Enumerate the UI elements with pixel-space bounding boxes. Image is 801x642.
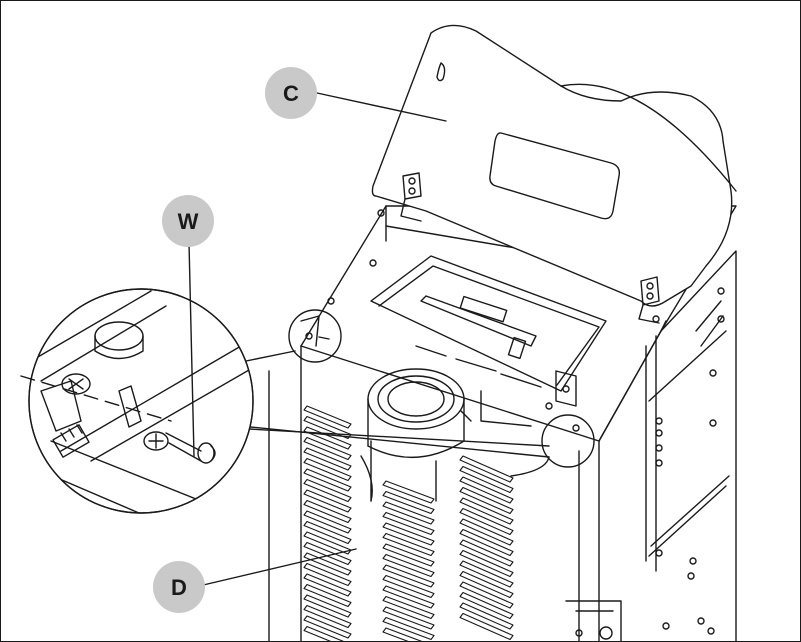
vent-slot [459,560,514,588]
vent-slot [303,531,352,555]
vent-slot [382,595,435,620]
vent-slot [459,518,514,546]
vent-slot [459,612,514,641]
vent-slot [459,591,514,620]
vent-slot [459,455,514,483]
side-panel-details [648,300,730,635]
vent-slot [382,574,435,599]
vent-slot [303,594,352,618]
vent-slot [382,585,435,609]
vent-slot [382,627,423,641]
vent-slot [382,564,435,588]
vent-slot [303,510,352,534]
front-vent-louvres-left [303,405,352,641]
vent-slot [382,616,435,641]
hinged-lid [371,24,737,324]
flue-collar [360,368,532,502]
callout-w [162,195,214,247]
magnified-detail-view [20,288,254,514]
vent-slot [303,489,352,513]
vent-slot [459,528,514,557]
callout-c [265,67,317,119]
callout-d [153,561,205,613]
vent-slot [382,490,435,515]
vent-slot [382,532,435,557]
detail-marker-right [541,414,595,468]
vent-slot [459,497,514,525]
vent-slot [382,522,435,546]
front-vent-louvres-right [459,455,514,641]
vent-slot [459,465,514,494]
vent-slot [303,625,344,641]
vent-slot [303,436,352,461]
detail-marker-left [288,309,342,363]
vent-slot [382,511,435,536]
vent-slot [382,553,435,578]
vent-slot [303,615,352,639]
vent-slot [303,426,352,450]
vent-slot [382,501,435,525]
vent-slot [382,606,435,630]
vent-slot [459,486,514,515]
vent-slot [459,602,514,630]
vent-slot [459,570,514,599]
label-w: W [178,209,199,234]
vent-slot [303,499,352,524]
vent-slot [459,581,514,609]
vent-slot [459,539,514,567]
vent-slot [459,549,514,578]
vent-slot [303,604,352,629]
vent-slot [303,541,352,566]
vent-slot [303,405,352,429]
vent-slot [303,562,352,587]
label-d: D [171,575,187,600]
vent-slot [303,478,352,503]
vent-slot [303,583,352,608]
front-vent-louvres-middle [382,480,435,641]
vent-slot [459,507,514,536]
vent-slot [303,415,352,440]
vent-slot [303,457,352,482]
vent-slot [303,552,352,576]
vent-slot [382,543,435,567]
vent-slot [303,468,352,492]
control-panel-tray [370,255,607,410]
vent-slot [459,476,514,504]
screw-top-left [300,315,330,347]
vent-slot [382,480,435,504]
vent-slot [303,573,352,597]
label-c: C [283,81,299,106]
vent-slot [303,520,352,545]
vent-slot [303,447,352,471]
callout-leaders [188,92,447,587]
